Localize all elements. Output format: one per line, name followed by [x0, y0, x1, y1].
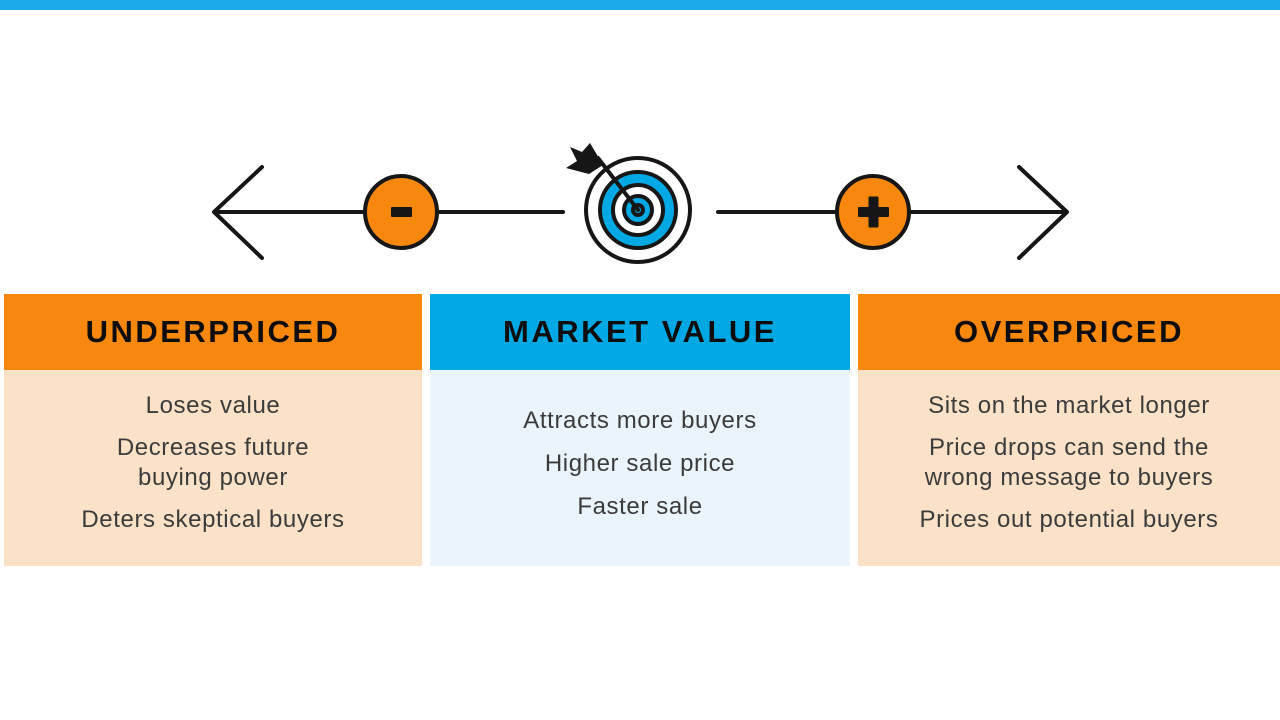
column-title: MARKET VALUE — [503, 314, 777, 349]
column-header: OVERPRICED — [858, 294, 1280, 370]
column-item: Attracts more buyers — [523, 407, 757, 434]
column-item: Faster sale — [577, 493, 703, 520]
plus-circle-icon — [835, 174, 911, 250]
dart-fletching — [566, 143, 603, 174]
top-accent-bar — [0, 0, 1280, 10]
column-header: UNDERPRICED — [4, 294, 422, 370]
minus-circle-icon — [363, 174, 439, 250]
column-title: OVERPRICED — [954, 314, 1184, 349]
column-title: UNDERPRICED — [85, 314, 341, 349]
column-header: MARKET VALUE — [430, 294, 850, 370]
column-item: Loses value — [145, 392, 281, 419]
price-spectrum-graphic — [212, 143, 1069, 264]
column-item: Higher sale price — [544, 450, 736, 477]
column-item: Deters skeptical buyers — [81, 506, 345, 533]
column-item: Sits on the market longer — [928, 392, 1210, 419]
arrow-right-icon — [1017, 165, 1069, 260]
dart-shaft — [596, 156, 640, 212]
bullseye-icon — [566, 143, 692, 264]
arrow-left-icon — [212, 165, 264, 260]
column-item: Prices out potential buyers — [919, 506, 1219, 533]
